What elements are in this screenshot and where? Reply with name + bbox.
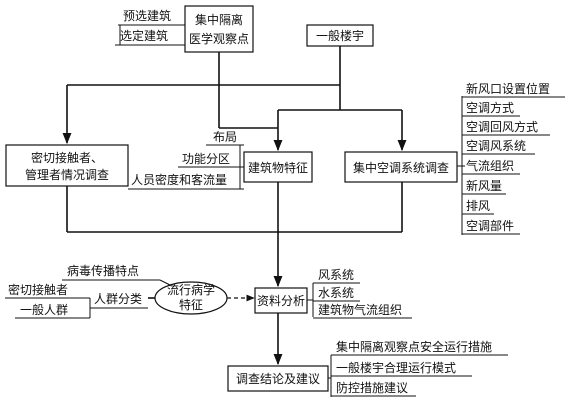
virus-transmission-label: 病毒传播特点 <box>67 263 139 278</box>
ac-item-fresh-air-volume: 新风量 <box>466 178 502 193</box>
population-general: 一般人群 <box>20 302 68 317</box>
ac-item-ac-mode: 空调方式 <box>466 100 514 115</box>
ac-item-return-air: 空调回风方式 <box>466 119 538 134</box>
contacts-survey-box <box>5 144 129 187</box>
epidemiology-label-1: 流行病学 <box>167 282 215 297</box>
ac-item-exhaust: 排风 <box>466 199 490 213</box>
building-features-label: 建筑物特征 <box>248 160 308 175</box>
quarantine-label-2: 医学观察点 <box>189 31 249 46</box>
building-feature-density: 人员密度和客流量 <box>131 172 227 187</box>
contacts-survey-label-2: 管理者情况调查 <box>25 167 109 182</box>
connectors <box>62 46 407 366</box>
quarantine-input-1: 预选建筑 <box>123 8 171 23</box>
analysis-item-water-system: 水系统 <box>318 286 354 300</box>
epidemiology-ellipse <box>154 281 228 315</box>
conclusion-item-operation-mode: 一般楼宇合理运行模式 <box>336 360 456 375</box>
quarantine-label-1: 集中隔离 <box>195 12 243 27</box>
ac-survey-label: 集中空调系统调查 <box>353 160 449 175</box>
population-close-contacts: 密切接触者 <box>8 282 68 297</box>
analysis-item-building-airflow: 建筑物气流组织 <box>318 302 402 317</box>
contacts-survey-label-1: 密切接触者、 <box>31 150 103 165</box>
data-analysis-box <box>254 287 308 314</box>
conclusion-item-quarantine-safety: 集中隔离观察点安全运行措施 <box>336 339 492 354</box>
conclusion-label: 调查结论及建议 <box>236 372 320 386</box>
building-features-box <box>243 151 313 183</box>
building-feature-zones: 功能分区 <box>182 152 230 166</box>
quarantine-box <box>184 5 254 53</box>
ac-item-air-system: 空调风系统 <box>466 139 526 153</box>
epidemiology-label-2: 特征 <box>179 297 203 312</box>
ac-item-airflow: 气流组织 <box>466 158 514 173</box>
virus-transmission-connector <box>159 279 171 286</box>
general-building-box <box>306 24 374 47</box>
ac-item-components: 空调部件 <box>466 218 514 233</box>
population-class-label: 人群分类 <box>94 292 142 306</box>
analysis-item-air-system: 风系统 <box>318 268 354 282</box>
quarantine-input-2: 选定建筑 <box>120 28 168 43</box>
building-feature-layout: 布局 <box>213 130 237 144</box>
ac-survey-box <box>344 151 458 183</box>
conclusion-item-prevention: 防控措施建议 <box>336 380 408 395</box>
general-building-label: 一般楼宇 <box>316 28 364 43</box>
ac-item-fresh-air-inlet: 新风口设置位置 <box>466 81 550 96</box>
data-analysis-label: 资料分析 <box>257 294 305 308</box>
